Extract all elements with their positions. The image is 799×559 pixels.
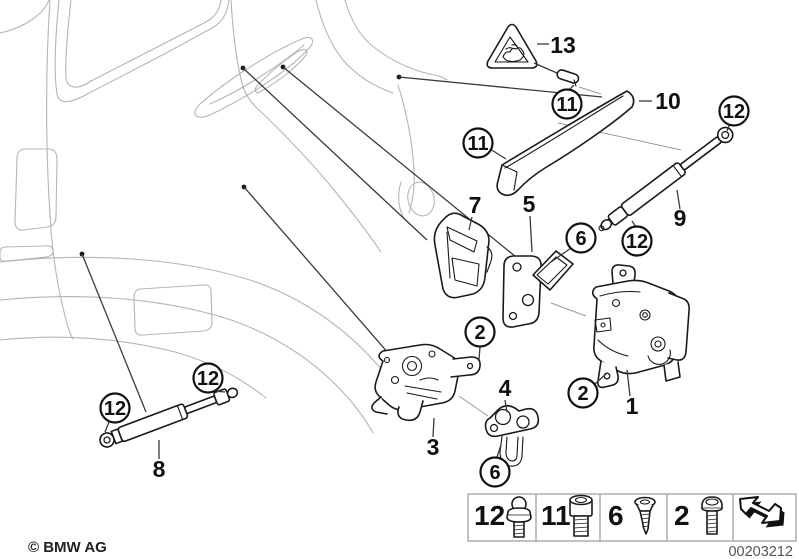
- callout-circle-2-b[interactable]: 2: [567, 372, 608, 409]
- callout-circle-12-c[interactable]: 12: [99, 392, 131, 433]
- callout-label-4[interactable]: 4: [499, 375, 512, 401]
- callout-label-13[interactable]: 13: [550, 32, 576, 58]
- svg-text:11[interactable]: 11: [467, 133, 488, 155]
- svg-text:6[interactable]: 6: [608, 500, 624, 531]
- callout-label-9[interactable]: 9: [674, 205, 687, 231]
- callout-label-1[interactable]: 1: [626, 393, 639, 419]
- legend-cell-2[interactable]: 2: [674, 496, 723, 535]
- callout-circle-2-a[interactable]: 2: [464, 316, 496, 361]
- callout-label-7[interactable]: 7: [469, 192, 482, 218]
- svg-text:11[interactable]: 11: [541, 500, 571, 531]
- legend-cell-11[interactable]: 11: [541, 494, 593, 537]
- legend-cell-continuation[interactable]: [739, 496, 785, 528]
- callout-label-8[interactable]: 8: [153, 456, 166, 482]
- socket-head-screw-icon: [569, 494, 593, 537]
- callout-label-10[interactable]: 10: [655, 88, 681, 114]
- svg-text:12[interactable]: 12: [626, 231, 648, 253]
- callout-circle-12-b[interactable]: 12: [621, 220, 653, 257]
- fastener-legend-table: 12 11: [467, 493, 797, 542]
- tailgate-lock-lower: [371, 343, 481, 422]
- vehicle-rear-outline: [0, 0, 448, 434]
- svg-text:2[interactable]: 2: [474, 322, 485, 344]
- legend-cell-6[interactable]: 6: [608, 496, 656, 535]
- svg-text:12[interactable]: 12: [723, 101, 745, 123]
- striker-hinge-bracket: [502, 250, 574, 328]
- handle-recess-outline: [194, 37, 314, 118]
- svg-text:12[interactable]: 12: [474, 500, 505, 531]
- continuation-arrow-icon: [739, 496, 785, 528]
- side-window-outline: [14, 148, 58, 231]
- tail-light-strip-outline: [0, 245, 54, 262]
- lock-cover-bracket: [433, 212, 493, 299]
- callout-circle-12-d[interactable]: 12: [192, 362, 226, 394]
- circled-callouts: 11 11 12 12 12 12 6: [99, 84, 750, 488]
- gas-strut-upper: [598, 126, 734, 232]
- callout-labels: 1 3 4 5 7 8 9 10 13: [153, 32, 687, 482]
- svg-text:6[interactable]: 6: [489, 462, 500, 484]
- svg-text:6[interactable]: 6: [575, 228, 586, 250]
- striker-plate: [484, 404, 540, 467]
- callout-circle-6-a[interactable]: 6: [550, 222, 597, 263]
- tail-light-outline: [398, 181, 435, 219]
- callout-label-5[interactable]: 5: [523, 191, 536, 217]
- callout-circle-12-a[interactable]: 12: [718, 95, 750, 132]
- license-plate-recess-outline: [133, 284, 213, 336]
- warning-triangle-icon: [486, 23, 558, 74]
- ball-pin-icon: [506, 496, 532, 538]
- svg-text:2[interactable]: 2: [674, 500, 690, 531]
- callout-label-3[interactable]: 3: [427, 434, 440, 460]
- document-number: 00203212: [728, 544, 793, 559]
- callout-circle-6-b[interactable]: 6: [479, 444, 511, 488]
- gas-strut-lower: [99, 387, 239, 448]
- handle-strip: [496, 90, 635, 197]
- callout-circle-11-a[interactable]: 11: [551, 84, 583, 120]
- torx-screw-icon: [701, 496, 723, 535]
- svg-text:2[interactable]: 2: [577, 383, 588, 405]
- svg-text:12[interactable]: 12: [104, 398, 126, 420]
- callout-circle-11-b[interactable]: 11: [462, 127, 507, 160]
- copyright-text: © BMW AG: [28, 539, 107, 556]
- tapping-screw-icon: [634, 496, 656, 535]
- buffer-pin: [556, 69, 602, 95]
- legend-cell-12[interactable]: 12: [474, 496, 532, 538]
- svg-text:12[interactable]: 12: [197, 368, 219, 390]
- svg-text:11[interactable]: 11: [556, 94, 577, 116]
- tailgate-lock-right: [591, 264, 690, 389]
